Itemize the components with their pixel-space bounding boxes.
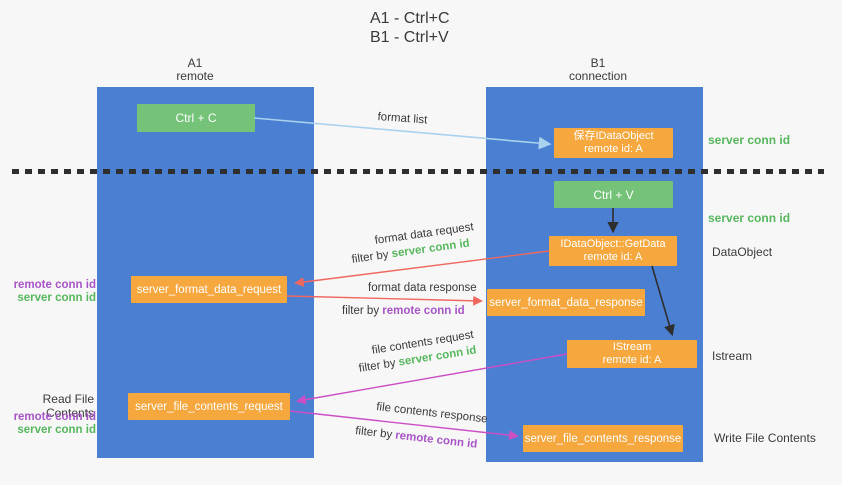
lifeline-header-a1: A1 remote <box>135 57 255 83</box>
node-server-file-contents-response-label: server_file_contents_response <box>524 432 682 445</box>
node-istream-remote-id: remote id: A <box>602 354 662 366</box>
node-getdata-title: IDataObject::GetData <box>560 238 666 250</box>
node-server-format-data-response: server_format_data_response <box>487 289 645 316</box>
lifeline-a1-name: A1 <box>187 56 203 70</box>
node-idataobject-getdata: IDataObject::GetData remote id: A <box>549 236 677 266</box>
node-server-file-contents-request-label: server_file_contents_request <box>135 400 283 413</box>
node-save-idataobject-title: 保存IDataObject <box>573 130 654 142</box>
lifeline-b1-name: B1 <box>590 56 606 70</box>
filter-prefix: filter by <box>351 248 393 266</box>
title-line-ctrl-v: B1 - Ctrl+V <box>370 29 449 46</box>
diagram-title: A1 - Ctrl+C B1 - Ctrl+V <box>370 9 450 47</box>
title-line-ctrl-c: A1 - Ctrl+C <box>370 10 450 27</box>
lifeline-header-b1: B1 connection <box>538 57 658 83</box>
node-server-format-data-response-label: server_format_data_response <box>489 296 643 309</box>
server-conn-id-left-1: server conn id <box>17 292 96 304</box>
node-server-format-data-request: server_format_data_request <box>131 276 287 303</box>
node-ctrl-c-label: Ctrl + C <box>175 111 217 125</box>
filter-prefix: filter by <box>358 356 400 375</box>
node-istream: IStream remote id: A <box>567 340 697 368</box>
istream-label: Istream <box>712 349 753 363</box>
remote-conn-id-highlight: remote conn id <box>382 305 465 317</box>
phase-separator-dashed-line <box>12 169 824 174</box>
read-file-contents-label: Read File Contents <box>42 392 94 420</box>
node-server-format-data-request-label: server_format_data_request <box>136 283 282 296</box>
filter-by-remote-conn-id-label-2: filter by remote conn id <box>355 425 478 451</box>
filter-prefix: filter by <box>354 425 397 442</box>
server-conn-id-left-2: server conn id <box>17 424 96 436</box>
lifeline-a1-sub: remote <box>176 69 214 83</box>
server-conn-id-right-top: server conn id <box>708 133 791 147</box>
server-conn-id-right-mid: server conn id <box>708 211 791 225</box>
write-file-contents-label: Write File Contents <box>714 431 816 445</box>
node-ctrl-c: Ctrl + C <box>137 104 255 132</box>
node-istream-title: IStream <box>612 341 652 353</box>
node-getdata-remote-id: remote id: A <box>583 251 643 263</box>
filter-by-remote-conn-id-label-1: filter by remote conn id <box>342 305 465 317</box>
node-server-file-contents-response: server_file_contents_response <box>523 425 683 452</box>
format-data-response-arrow <box>286 295 483 306</box>
remote-conn-id-left-2: remote conn id <box>13 411 96 423</box>
file-contents-response-label: file contents response <box>375 401 489 426</box>
filter-prefix: filter by <box>342 305 383 317</box>
remote-conn-id-highlight: remote conn id <box>394 429 478 451</box>
conn-id-pair-2: remote conn id server conn id <box>8 411 96 437</box>
lifeline-b1-sub: connection <box>568 69 628 83</box>
format-data-response-label: format data response <box>368 282 477 294</box>
remote-conn-id-left-1: remote conn id <box>13 279 96 291</box>
node-ctrl-v-label: Ctrl + V <box>593 187 634 202</box>
conn-id-pair-1: remote conn id server conn id <box>8 279 96 305</box>
format-list-label: format list <box>377 111 428 127</box>
dataobject-label: DataObject <box>712 245 773 259</box>
node-server-file-contents-request: server_file_contents_request <box>128 393 290 420</box>
node-save-idataobject-remote-id: remote id: A <box>584 143 643 155</box>
node-save-idataobject: 保存IDataObject remote id: A <box>554 128 673 158</box>
node-ctrl-v: Ctrl + V <box>554 181 673 208</box>
